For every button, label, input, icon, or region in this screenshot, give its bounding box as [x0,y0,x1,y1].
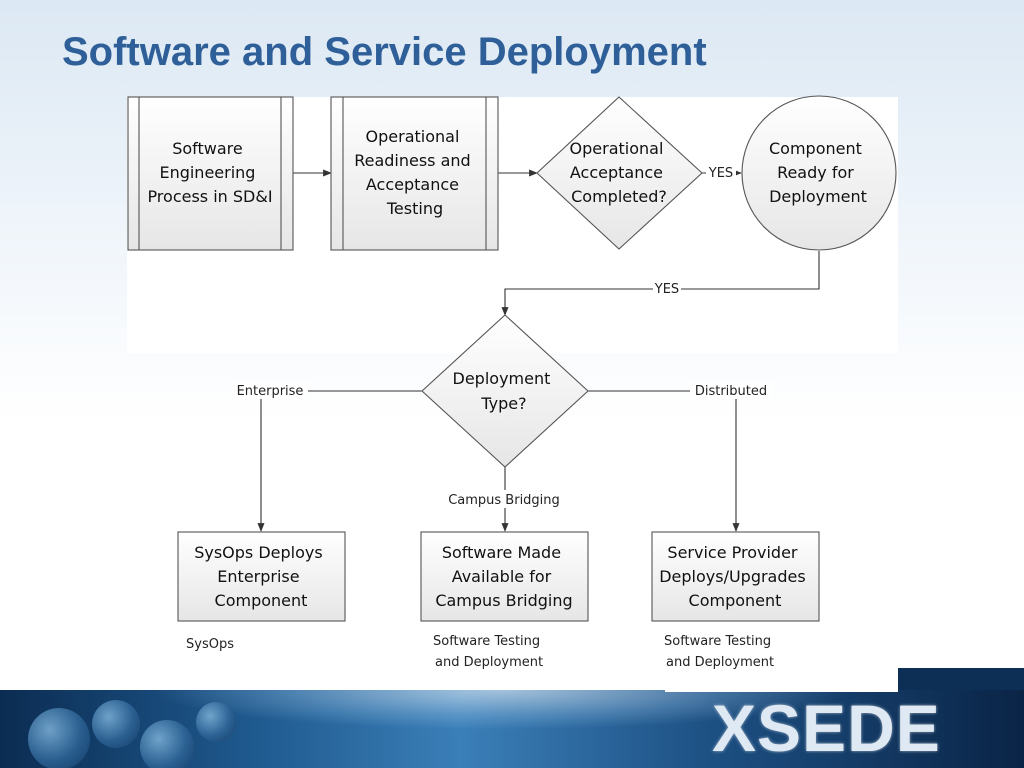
note-campus: Software Testing and Deployment [433,634,544,670]
footer-orb [92,700,140,748]
note-campus-line-2: and Deployment [435,655,543,670]
edge-label-backgrounds [232,164,772,508]
node-campus-line-1: Software Made [442,543,561,562]
node-component-ready: Component Ready for Deployment [741,95,897,251]
note-sysops-line-1: SysOps [186,637,234,652]
node-service-provider: Service Provider Deploys/Upgrades Compon… [651,531,820,622]
decision-oac-line-2: Acceptance [570,163,663,182]
svg-text:Service Provider Deploys: Service Provider Deploys/Upgrades Compon… [659,543,811,610]
edge-label-enterprise: Enterprise [237,384,304,399]
node-sysops-deploys: SysOps Deploys Enterprise Component [177,531,346,622]
note-sysops: SysOps [186,637,234,652]
node-ort-line-4: Testing [386,199,443,218]
node-software-engineering: Software Engineering Process in SD&I [127,96,294,251]
edge-label-campus-bridging: Campus Bridging [448,493,560,508]
node-crd-line-3: Deployment [769,187,867,206]
node-sysops-line-3: Component [215,591,308,610]
yes-1-label-bg [706,164,736,181]
decision-deployment-type: Deployment Type? [421,314,589,468]
connector-dtype-to-sysops [257,390,422,532]
note-provider-line-2: and Deployment [666,655,774,670]
edge-label-distributed: Distributed [695,384,767,399]
node-provider-line-1: Service Provider [667,543,798,562]
node-campus-line-3: Campus Bridging [435,591,572,610]
svg-text:Software Made Available: Software Made Available for Campus Bridg… [435,543,572,610]
xsede-logo: XSEDE [712,691,941,765]
footer-banner [0,690,1024,768]
node-ort-line-2: Readiness and [354,151,471,170]
slide-title: Software and Service Deployment [62,30,707,74]
distributed-label-bg [690,382,772,399]
svg-text:SysOps Deploys Enterpris: SysOps Deploys Enterprise Component [194,543,328,610]
node-provider-line-3: Component [689,591,782,610]
footer-orb [140,720,194,768]
footer-notch [898,668,1024,690]
edge-label-yes-1: YES [708,166,733,181]
svg-text:Operational Readiness an: Operational Readiness and Acceptance Tes… [354,127,476,218]
node-sdi-line-1: Software [172,139,243,158]
decision-operational-acceptance: Operational Acceptance Completed? [536,96,703,250]
node-ort-line-1: Operational [366,127,460,146]
node-software-made-available: Software Made Available for Campus Bridg… [420,531,589,622]
node-sysops-line-1: SysOps Deploys [194,543,323,562]
note-provider: Software Testing and Deployment [664,634,775,670]
note-campus-line-1: Software Testing [433,634,540,649]
node-provider-line-2: Deploys/Upgrades [659,567,806,586]
node-sdi-line-2: Engineering [159,163,255,182]
svg-text:Deployment Type?: Deployment Type? [453,369,556,413]
decision-dtype-line-1: Deployment [453,369,551,388]
decision-oac-line-1: Operational [570,139,664,158]
campus-bridging-label-bg [442,490,566,508]
decision-oac-line-3: Completed? [571,187,667,206]
node-campus-line-2: Available for [452,567,552,586]
node-sdi-line-3: Process in SD&I [147,187,272,206]
connector-dtype-to-provider [588,390,740,532]
svg-text:Software Engineering: Software Engineering Process in SD&I [147,139,272,206]
footer-white-panel [665,668,898,692]
node-crd-line-2: Ready for [777,163,854,182]
footer-orb [196,702,236,742]
yes-2-label-bg [653,280,681,297]
decision-dtype-line-2: Type? [480,394,526,413]
svg-text:Operational Acceptance: Operational Acceptance Completed? [570,139,669,206]
enterprise-label-bg [232,382,308,399]
edge-label-yes-2: YES [654,282,679,297]
note-provider-line-1: Software Testing [664,634,771,649]
svg-text:Component Ready for: Component Ready for Deployment [769,139,867,206]
node-sysops-line-2: Enterprise [217,567,299,586]
node-operational-readiness: Operational Readiness and Acceptance Tes… [330,96,499,251]
node-crd-line-1: Component [769,139,862,158]
footer-orb [28,708,90,768]
node-ort-line-3: Acceptance [366,175,459,194]
